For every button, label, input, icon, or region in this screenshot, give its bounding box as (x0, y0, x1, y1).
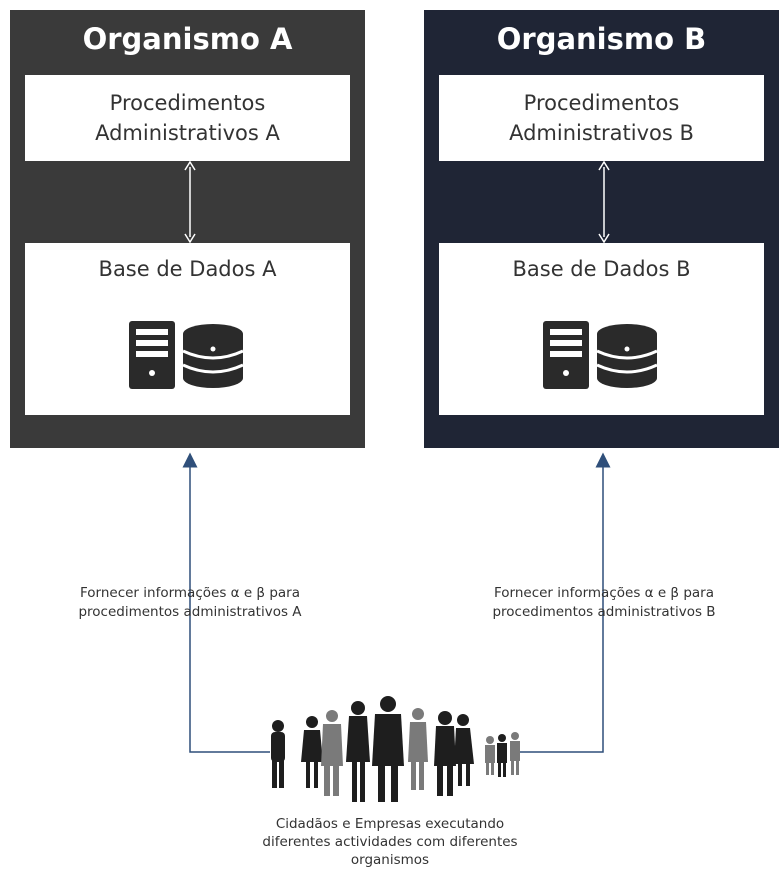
bidirectional-arrow-icon (184, 161, 196, 243)
base-de-dados-b-box: Base de Dados B (439, 243, 764, 415)
server-icon (129, 321, 175, 389)
procedimentos-a-line2: Administrativos A (95, 121, 280, 145)
connector-a (182, 452, 270, 753)
caption-b-line2: procedimentos administrativos B (492, 604, 716, 620)
server-database-icon (543, 321, 658, 389)
caption-b-line1: Fornecer informações α e β para (493, 585, 714, 601)
organismo-b-title: Organismo B (496, 22, 707, 56)
organismo-a-title: Organismo A (82, 22, 293, 56)
crowd-caption: Cidadãos e Empresas executando diferente… (215, 815, 565, 869)
base-de-dados-a-box: Base de Dados A (25, 243, 350, 415)
caption-a-line1: Fornecer informações α e β para (79, 585, 300, 601)
organismo-a-panel: Organismo A Procedimentos Administrativo… (10, 10, 365, 448)
procedimentos-a-box: Procedimentos Administrativos A (25, 75, 350, 161)
base-de-dados-b-label: Base de Dados B (512, 257, 691, 281)
crowd-caption-line1: Cidadãos e Empresas executando (275, 816, 505, 832)
database-icon (596, 324, 658, 388)
caption-b: Fornecer informações α e β para procedim… (454, 584, 754, 622)
crowd-caption-line3: organismos (350, 852, 430, 868)
organismo-b-panel: Organismo B Procedimentos Administrativo… (424, 10, 779, 448)
procedimentos-a-line1: Procedimentos (109, 91, 266, 115)
server-icon (543, 321, 589, 389)
procedimentos-b-line2: Administrativos B (509, 121, 694, 145)
procedimentos-b-box: Procedimentos Administrativos B (439, 75, 764, 161)
database-icon (182, 324, 244, 388)
procedimentos-b-line1: Procedimentos (523, 91, 680, 115)
base-de-dados-a-label: Base de Dados A (98, 257, 277, 281)
crowd-caption-line2: diferentes actividades com diferentes (262, 834, 518, 850)
bidirectional-arrow-icon (598, 161, 610, 243)
connector-b (520, 452, 611, 753)
server-database-icon (129, 321, 244, 389)
people-crowd-icon (271, 696, 520, 802)
caption-a-line2: procedimentos administrativos A (78, 604, 302, 620)
caption-a: Fornecer informações α e β para procedim… (40, 584, 340, 622)
